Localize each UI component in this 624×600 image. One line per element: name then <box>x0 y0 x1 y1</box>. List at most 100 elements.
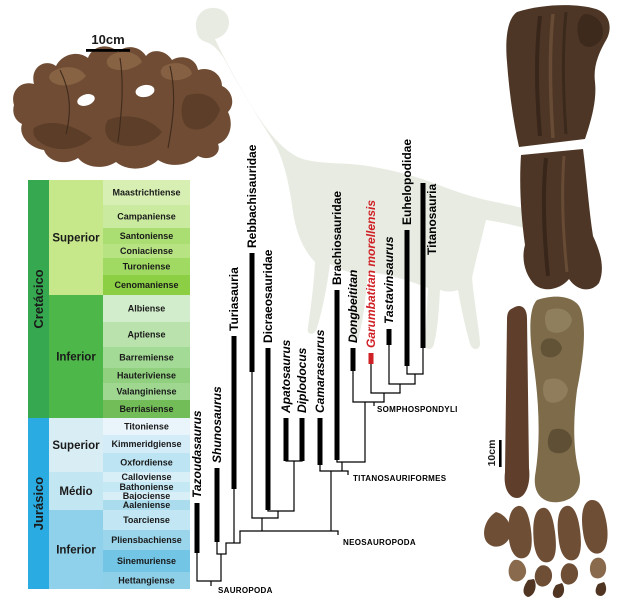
tip-range-bar-diplodocus <box>299 418 305 461</box>
vertebra-foramen-right <box>135 84 155 98</box>
tip-label-turiasauria: Turiasauria <box>227 267 241 331</box>
femur-distal <box>520 149 602 290</box>
stage-label-coniaciense: Coniaciense <box>120 246 173 256</box>
stage-aptiense <box>103 322 190 347</box>
stage-label-oxfordiense: Oxfordiense <box>120 458 173 468</box>
stage-label-titoniense: Titoniense <box>124 422 169 432</box>
stage-label-campaniense: Campaniense <box>117 212 176 222</box>
tip-range-bar-shunosaurus <box>214 468 220 542</box>
stage-barremiense <box>103 347 190 368</box>
stage-valanginiense <box>103 383 190 400</box>
stage-label-santoniense: Santoniense <box>120 231 174 241</box>
vertebrae-highlight-1 <box>49 67 86 86</box>
stage-santoniense <box>103 228 190 244</box>
scale-bar-left-label: 10cm <box>91 32 124 47</box>
fossil-femur-photo <box>506 5 610 290</box>
stage-campaniense <box>103 205 190 228</box>
stage-label-bathoniense: Bathoniense <box>119 482 173 492</box>
metatarsal-5 <box>582 500 608 554</box>
femur-streak-4 <box>541 157 550 277</box>
clade-label-titanosauriformes: TITANOSAURIFORMES <box>353 474 447 483</box>
tip-label-camarasaurus: Camarasaurus <box>313 329 327 413</box>
vertebrae-shade-mid <box>105 116 162 147</box>
metatarsal-1 <box>484 512 511 547</box>
tip-label-diplodocus: Diplodocus <box>295 347 309 413</box>
series-label-inferior: Inferior <box>56 352 96 364</box>
stage-titoniense <box>103 418 190 435</box>
stage-hettangiense <box>103 572 190 589</box>
fibula <box>504 306 530 498</box>
stage-sinemuriense <box>103 550 190 572</box>
phalanx-3 <box>560 563 579 585</box>
metatarsal-2 <box>508 505 532 559</box>
fossil-tibia-foot-photo <box>484 296 608 598</box>
phalanx-4 <box>589 557 607 579</box>
series-jur-sico-m-dio <box>49 472 103 510</box>
tip-label-apatosaurus: Apatosaurus <box>279 339 293 414</box>
stage-oxfordiense <box>103 453 190 472</box>
tip-range-bar-titanosauria <box>420 183 426 348</box>
scale-bars: 10cm 10cm <box>86 32 502 467</box>
stage-label-hauteriviense: Hauteriviense <box>117 371 176 381</box>
stage-label-berriasiense: Berriasiense <box>119 404 173 414</box>
fossil-vertebrae-photo <box>13 46 233 169</box>
phalanx-1 <box>508 559 527 582</box>
tip-label-tazoudasaurus: Tazoudasaurus <box>190 410 204 498</box>
femur-streak-3 <box>548 13 555 139</box>
vertebra-foramen-left <box>77 94 95 106</box>
vertebrae-crack-1 <box>59 69 70 135</box>
metatarsal-3 <box>533 507 556 563</box>
stage-cenomaniense <box>103 275 190 295</box>
vertebrae-highlight-2 <box>106 51 142 71</box>
tip-range-bar-tazoudasaurus <box>194 503 200 553</box>
tip-label-garumbatitan-morellensis: Garumbatitan morellensis <box>364 200 378 348</box>
vertebrae-shade-left <box>33 123 92 150</box>
tip-label-shunosaurus: Shunosaurus <box>210 386 224 463</box>
tip-range-bar-euhelopodidae <box>404 230 410 366</box>
stage-label-aaleniense: Aaleniense <box>123 500 171 510</box>
stage-bajociense <box>103 492 190 500</box>
stage-label-hettangiense: Hettangiense <box>118 576 175 586</box>
clade-label-sauropoda: SAUROPODA <box>218 586 273 595</box>
series-label-m-dio: Médio <box>59 486 92 498</box>
stage-label-calloviense: Calloviense <box>121 472 171 482</box>
stage-kimmeridgiense <box>103 435 190 453</box>
femur-streak-1 <box>535 15 542 137</box>
stage-hauteriviense <box>103 368 190 383</box>
stage-turoniense <box>103 258 190 275</box>
stage-berriasiense <box>103 400 190 418</box>
stage-label-bajociense: Bajociense <box>123 491 171 501</box>
scale-bar-right <box>499 440 502 467</box>
tip-label-brachiosauridae: Brachiosauridae <box>330 191 344 285</box>
metatarsal-4 <box>557 505 581 561</box>
stage-coniaciense <box>103 244 190 258</box>
period-label-cret-cico: Cretácico <box>31 269 46 328</box>
tip-label-dongbeititan: Dongbeititan <box>346 270 360 343</box>
tibia-mottle-3 <box>547 428 572 454</box>
stage-label-valanginiense: Valanginiense <box>116 387 176 397</box>
vertebrae-crack-2 <box>117 57 123 143</box>
series-label-superior: Superior <box>52 233 100 245</box>
stage-calloviense <box>103 472 190 482</box>
sauropod-silhouette <box>195 7 557 350</box>
tip-label-euhelopodidae: Euhelopodidae <box>400 139 414 225</box>
stage-albiense <box>103 295 190 322</box>
tip-range-bar-dongbeititan <box>350 348 356 371</box>
series-label-inferior: Inferior <box>56 545 96 557</box>
clade-label-neosauropoda: NEOSAUROPODA <box>343 538 416 547</box>
tibia-mottle-2 <box>543 378 568 403</box>
scale-bar-right-label: 10cm <box>486 440 498 467</box>
scale-bar-left <box>86 49 130 52</box>
period-jur-sico <box>28 418 49 589</box>
claw-2 <box>552 583 565 598</box>
tip-range-bar-dicraeosauridae <box>265 348 271 510</box>
stage-label-maastrichtiense: Maastrichtiense <box>112 188 180 198</box>
tip-label-dicraeosauridae: Dicraeosauridae <box>261 249 275 343</box>
tip-range-bar-tastavinsaurus <box>386 329 392 345</box>
vertebrae-highlight-3 <box>160 63 192 81</box>
stage-label-kimmeridgiense: Kimmeridgiense <box>111 439 181 449</box>
stratigraphic-column: MaastrichtienseCampanienseSantonienseCon… <box>28 180 190 589</box>
claw-3 <box>595 582 607 596</box>
